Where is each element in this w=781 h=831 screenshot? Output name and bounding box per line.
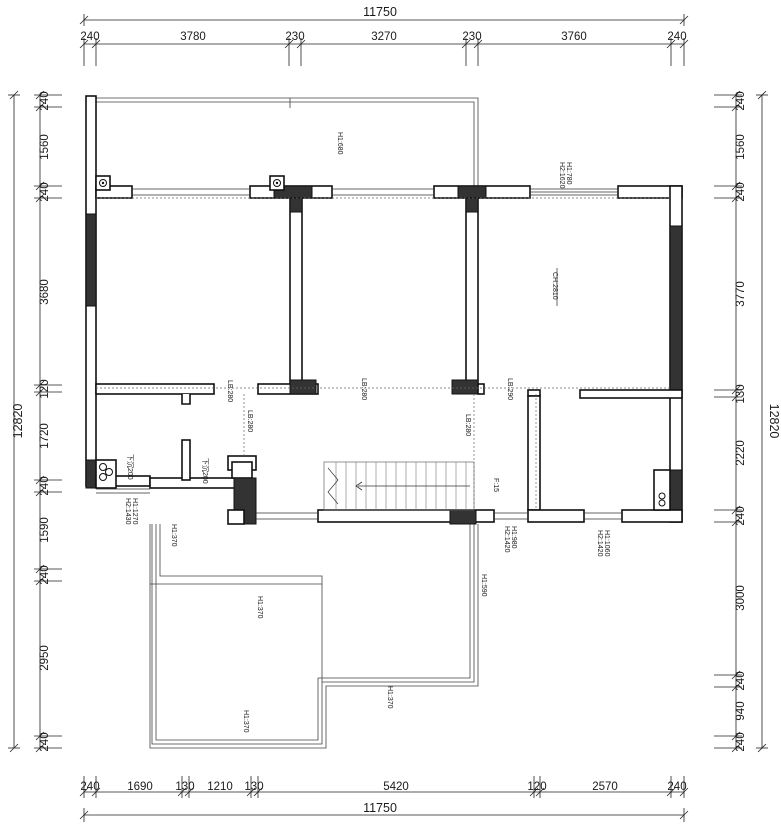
top-dim-4: 230 <box>462 31 481 43</box>
bottom-dim-6: 120 <box>527 781 546 793</box>
right-dim-6: 240 <box>735 506 747 525</box>
note-win-left-a: H2:1430 <box>124 498 131 525</box>
right-dim-0: 240 <box>735 91 747 110</box>
note-lb-3: LB:280 <box>360 378 367 400</box>
mid-column-1 <box>289 379 317 395</box>
note-window-top: H2:1620 <box>558 162 565 189</box>
left-dim-8: 240 <box>39 565 51 584</box>
top-dim-2: 230 <box>285 31 304 43</box>
top-windows <box>132 188 618 196</box>
bottom-dim-8: 240 <box>667 781 686 793</box>
left-bottom-column <box>85 459 97 489</box>
right-dim-8: 240 <box>735 671 747 690</box>
note-ledge-5: H1:370 <box>386 686 393 709</box>
left-dim-4: 120 <box>39 379 51 398</box>
note-ledge-4: H1:590 <box>480 574 487 597</box>
note-ledge-1: H1:370 <box>170 524 177 547</box>
right-dim-1: 1560 <box>735 134 747 160</box>
right-dimension-chain: 240 1560 240 3770 130 2220 240 3000 240 … <box>714 90 781 753</box>
note-lb-1: LB:280 <box>226 380 233 402</box>
right-wall-column <box>669 225 683 391</box>
note-lb-2: LB:280 <box>246 410 253 432</box>
note-slab-2: 下沉200 <box>201 458 209 484</box>
note-top-terrace: H1:680 <box>336 132 343 155</box>
bottom-dim-4: 130 <box>244 781 263 793</box>
right-dim-4: 130 <box>735 384 747 403</box>
top-dim-3: 3270 <box>371 31 397 43</box>
note-window-top-2: H1:780 <box>565 162 572 185</box>
bottom-dim-3: 1210 <box>207 781 233 793</box>
bottom-dim-2: 130 <box>175 781 194 793</box>
left-total-dimension: 12820 <box>11 404 25 439</box>
right-room-wall <box>527 395 541 511</box>
left-wall-column <box>85 213 97 307</box>
right-dim-7: 3000 <box>735 585 747 611</box>
right-dim-5: 2220 <box>735 440 747 466</box>
note-room-right: CH:2810 <box>551 272 558 300</box>
left-dimension-chain: 12820 240 1560 240 3680 120 1720 240 159… <box>8 90 62 753</box>
bottom-dim-7: 2570 <box>592 781 618 793</box>
walls <box>85 95 683 525</box>
note-ledge-3: H1:370 <box>242 710 249 733</box>
note-win-left-b: H1:1270 <box>131 498 138 525</box>
left-dim-5: 1720 <box>39 423 51 449</box>
note-slab-1: 下沉200 <box>126 454 134 480</box>
bottom-dim-1: 1690 <box>127 781 153 793</box>
top-dimension-chain: 11750 240 3780 230 3270 230 3760 240 <box>79 5 689 66</box>
bottom-dim-5: 5420 <box>383 781 409 793</box>
note-win-right-b: H1:1060 <box>603 530 610 557</box>
left-dim-3: 3680 <box>39 279 51 305</box>
left-dim-1: 1560 <box>39 134 51 160</box>
mid-column-2 <box>451 379 479 395</box>
right-dim-3: 3770 <box>735 281 747 307</box>
right-dim-10: 240 <box>735 732 747 751</box>
top-total-dimension: 11750 <box>363 5 397 19</box>
bottom-dim-0: 240 <box>80 781 99 793</box>
bottom-dimension-chain: 240 1690 130 1210 130 5420 120 2570 240 … <box>79 776 689 822</box>
note-lb-4: LB:280 <box>464 414 471 436</box>
note-lb-5: LB:290 <box>506 378 513 400</box>
right-total-dimension: 12820 <box>767 404 781 439</box>
left-dim-10: 240 <box>39 732 51 751</box>
left-dim-7: 1590 <box>39 517 51 543</box>
note-win-right-a: H2:1420 <box>596 530 603 557</box>
note-win-mid-a: H2:1420 <box>503 526 510 553</box>
top-dim-0: 240 <box>80 31 99 43</box>
left-dim-6: 240 <box>39 476 51 495</box>
interior-wall-2 <box>465 197 479 385</box>
lower-terrace <box>149 524 479 749</box>
bottom-total-dimension: 11750 <box>363 801 397 815</box>
top-dim-6: 240 <box>667 31 686 43</box>
annotations: H1:680 H2:1620 H1:780 CH:2810 LB:280 LB:… <box>124 132 610 733</box>
stair <box>323 461 475 511</box>
interior-wall-1 <box>289 197 303 385</box>
right-dim-2: 240 <box>735 182 747 201</box>
left-dim-9: 2950 <box>39 645 51 671</box>
top-dim-5: 3760 <box>561 31 587 43</box>
note-ledge-2: H1:370 <box>256 596 263 619</box>
left-dim-0: 240 <box>39 91 51 110</box>
note-stair: F:15 <box>492 478 499 492</box>
left-dim-2: 240 <box>39 182 51 201</box>
top-dim-1: 3780 <box>180 31 206 43</box>
note-win-mid-b: H1:980 <box>510 526 517 549</box>
right-dim-9: 940 <box>735 701 747 720</box>
top-terrace <box>96 97 479 186</box>
